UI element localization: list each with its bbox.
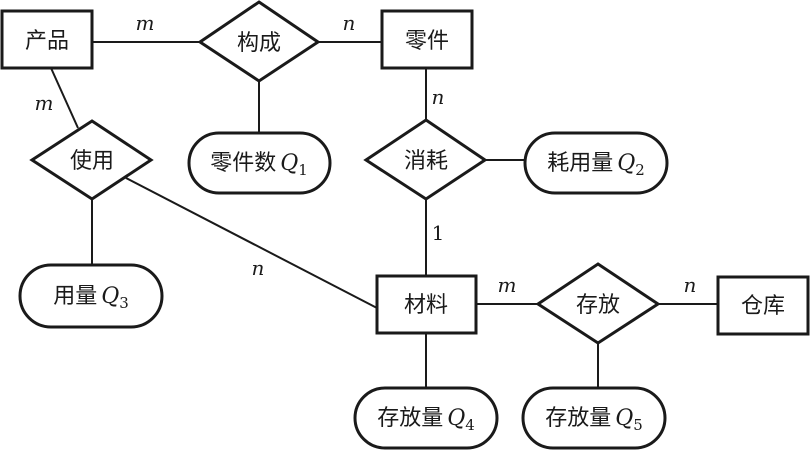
attribute-consumption-var: Q <box>617 151 635 176</box>
relationship-store[interactable]: 存放 <box>535 262 661 345</box>
attribute-usage-var: Q <box>101 284 119 309</box>
attribute-stock-material-sub: 4 <box>465 416 475 434</box>
relationship-consume[interactable]: 消耗 <box>363 118 488 201</box>
attribute-usage-label: 用量 <box>53 284 97 309</box>
entity-part[interactable]: 零件 <box>380 9 474 70</box>
cardinality-part-consume: n <box>432 85 445 109</box>
attribute-stock-store-label: 存放量 <box>545 406 611 431</box>
attribute-consumption-sub: 2 <box>635 161 645 179</box>
entity-material-label: 材料 <box>404 293 448 318</box>
edge-use-material <box>125 177 378 309</box>
relationship-use-label: 使用 <box>70 149 114 174</box>
entity-warehouse[interactable]: 仓库 <box>716 275 810 336</box>
cardinality-product-compose: m <box>136 11 155 35</box>
entity-product-label: 产品 <box>25 29 69 54</box>
cardinality-consume-material: 1 <box>432 221 445 245</box>
cardinality-product-use: m <box>35 91 54 115</box>
relationship-consume-label: 消耗 <box>404 149 448 174</box>
entity-material[interactable]: 材料 <box>375 274 478 335</box>
entity-part-label: 零件 <box>405 29 449 54</box>
attribute-part-count-var: Q <box>280 151 298 176</box>
relationship-compose[interactable]: 构成 <box>197 0 321 83</box>
cardinality-store-warehouse: n <box>684 273 697 297</box>
edge-product-use <box>50 67 79 129</box>
entity-product[interactable]: 产品 <box>0 9 94 70</box>
attribute-usage-sub: 3 <box>119 294 129 312</box>
attribute-stock-store-var: Q <box>615 406 633 431</box>
attribute-stock-material-var: Q <box>447 406 465 431</box>
cardinality-material-store: m <box>498 273 517 297</box>
cardinality-use-material: n <box>252 256 265 280</box>
relationship-use[interactable]: 使用 <box>29 119 154 201</box>
entity-warehouse-label: 仓库 <box>741 294 785 319</box>
attribute-stock-store-sub: 5 <box>633 416 643 434</box>
attribute-part-count-label: 零件数 <box>210 151 276 176</box>
relationship-compose-label: 构成 <box>237 31 281 56</box>
attribute-stock-material-label: 存放量 <box>377 406 443 431</box>
cardinality-compose-part: n <box>343 11 356 35</box>
relationship-store-label: 存放 <box>576 293 620 318</box>
attribute-consumption-label: 耗用量 <box>547 151 613 176</box>
attribute-part-count-sub: 1 <box>298 161 308 179</box>
